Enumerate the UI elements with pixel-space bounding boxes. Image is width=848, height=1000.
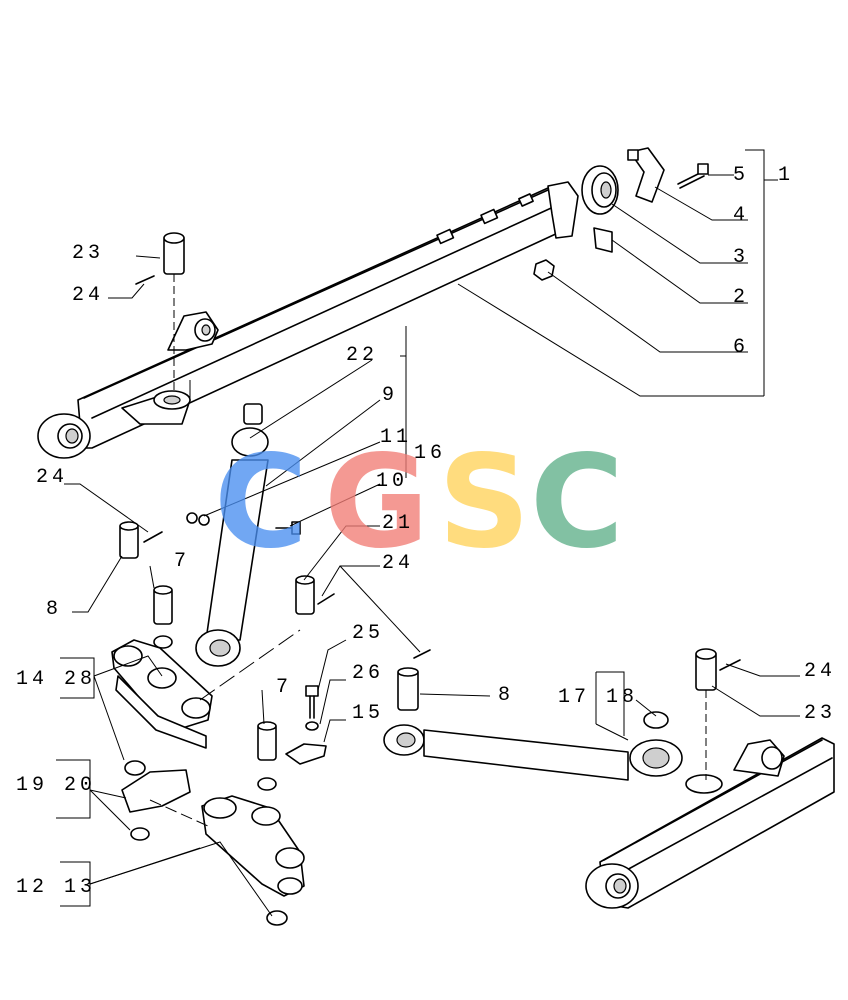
- pin-item-21: [295, 575, 335, 615]
- spacer-item-2: [593, 227, 613, 253]
- callout-24-top: 24: [72, 284, 104, 307]
- callout-23-top: 23: [72, 242, 104, 265]
- callout-24-left: 24: [36, 466, 68, 489]
- pin-item-8-left: [119, 521, 163, 559]
- callout-24-mid: 24: [382, 552, 414, 575]
- pin-item-7-lower: [257, 721, 277, 791]
- clamp-half-item-4: [627, 147, 665, 203]
- callout-15: 15: [352, 702, 384, 725]
- callout-group-12-13: 12 13: [16, 876, 96, 899]
- top-link-assembly: [383, 667, 683, 781]
- link-plate-item-19: [121, 760, 191, 841]
- callout-1: 1: [778, 164, 794, 187]
- callout-8-left: 8: [46, 598, 62, 621]
- watermark-letter-c2: C: [530, 428, 624, 577]
- callout-21: 21: [382, 512, 414, 535]
- callout-group-14-28: 14 28: [16, 668, 96, 691]
- watermark-letter-s: S: [438, 428, 530, 577]
- callout-22: 22: [346, 344, 378, 367]
- left-lower-link-arm: [37, 181, 579, 459]
- watermark-letter-g: G: [324, 428, 429, 577]
- plate-item-15: [285, 743, 327, 765]
- watermark-letter-c1: C: [214, 428, 308, 577]
- callout-4: 4: [733, 204, 749, 227]
- callout-16: 16: [414, 442, 446, 465]
- callout-10: 10: [376, 470, 408, 493]
- callout-5: 5: [733, 164, 749, 187]
- watermark-logo: C G S C: [214, 428, 624, 577]
- callout-24-right: 24: [804, 660, 836, 683]
- split-pin-item-24-top: [135, 275, 155, 285]
- link-plate-item-14: [111, 639, 213, 749]
- bolt-item-25: [305, 685, 319, 731]
- bolt-item-5: [677, 163, 709, 189]
- split-pin-item-24-mid: [413, 649, 431, 659]
- callout-8-right: 8: [498, 684, 514, 707]
- callout-3: 3: [733, 246, 749, 269]
- callout-26: 26: [352, 662, 384, 685]
- callout-2: 2: [733, 286, 749, 309]
- callout-7-lower: 7: [276, 676, 292, 699]
- center-line-lift: [199, 629, 301, 701]
- callout-group-17-18: 17 18: [558, 686, 638, 709]
- right-lower-link-arm: [585, 648, 835, 909]
- callout-25: 25: [352, 622, 384, 645]
- lift-rod-assembly: [186, 403, 301, 667]
- nut-item-6: [533, 259, 555, 281]
- callout-23-right: 23: [804, 702, 836, 725]
- leader-lines: [56, 149, 800, 917]
- callout-7-upper: 7: [174, 550, 190, 573]
- callout-11: 11: [380, 426, 412, 449]
- callout-labels: 1 5 4 3 2 6 23 24 22 9 11 16 10 24 21 7 …: [16, 164, 836, 899]
- callout-6: 6: [733, 336, 749, 359]
- link-plate-item-12: [201, 795, 305, 926]
- callout-group-19-20: 19 20: [16, 774, 96, 797]
- pin-item-7-upper: [153, 585, 173, 649]
- center-line-plate: [149, 799, 209, 827]
- callout-9: 9: [382, 384, 398, 407]
- ball-joint-assembly: [581, 165, 619, 215]
- pin-item-23-top: [163, 232, 185, 390]
